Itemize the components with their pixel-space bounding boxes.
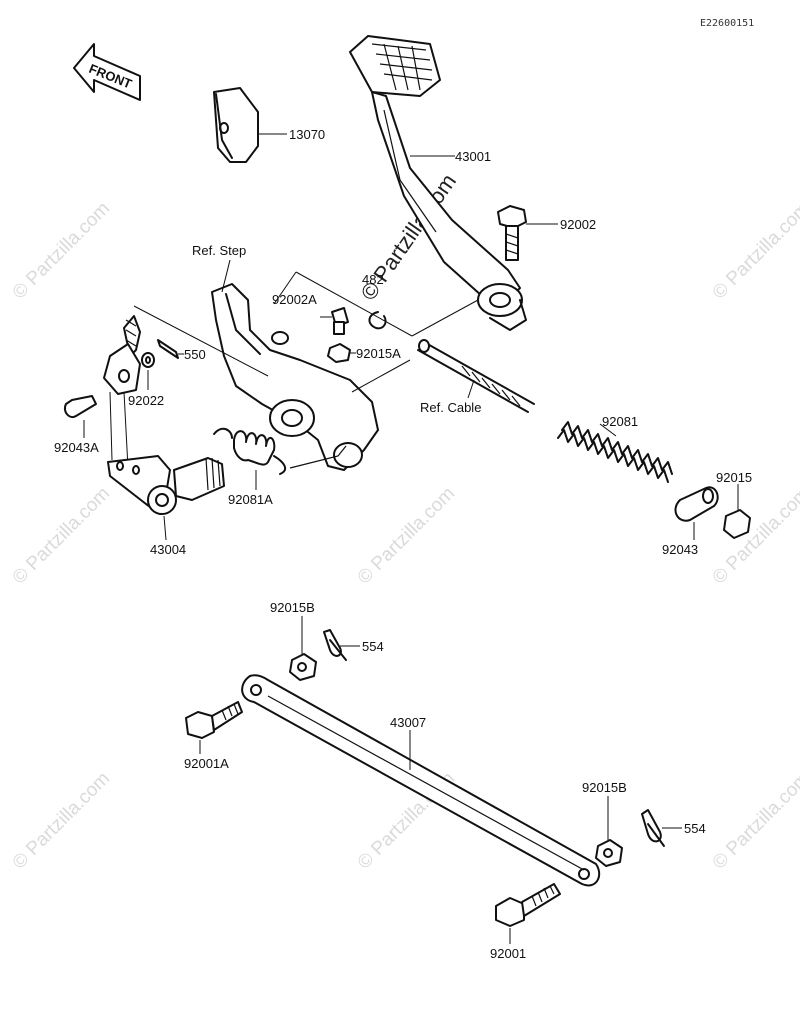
cotter-pin-554-bottom [641,809,682,847]
label-92043A: 92043A [54,440,99,455]
watermark-8: © Partzilla.com [709,768,800,873]
label-92022: 92022 [128,393,164,408]
label-92001: 92001 [490,946,526,961]
watermark-6: © Partzilla.com [9,768,114,873]
bolt-92002A [320,307,349,335]
label-92043: 92043 [662,542,698,557]
cotter-pin-554-top [323,629,360,661]
label-ref-cable: Ref. Cable [420,400,481,415]
label-92015A: 92015A [356,346,401,361]
label-43001: 43001 [455,149,491,164]
label-92015B-bottom: 92015B [582,780,627,795]
label-43007: 43007 [390,715,426,730]
label-550: 550 [184,347,206,362]
label-482: 482 [362,272,384,287]
label-ref-step: Ref. Step [192,243,246,258]
label-554-bottom: 554 [684,821,706,836]
brake-rod [417,339,535,413]
watermark-1: © Partzilla.com [9,198,114,303]
rod-43007 [241,674,601,887]
label-92015: 92015 [716,470,752,485]
label-43004: 43004 [150,542,186,557]
clevis-leaders [109,391,129,469]
diagram-code: E22600151 [700,18,754,29]
watermark-4: © Partzilla.com [354,483,459,588]
nut-92015B-bottom [595,796,623,867]
label-92001A: 92001A [184,756,229,771]
label-13070: 13070 [289,127,325,142]
watermark-2: © Partzilla.com [709,198,800,303]
watermark-5: © Partzilla.com [709,483,800,588]
spring-92081 [557,421,673,483]
bolt-92002 [497,205,558,261]
nut-92015A [327,343,356,363]
label-554-top: 554 [362,639,384,654]
spring-92081A [213,427,347,490]
clevis [103,315,141,395]
front-arrow-icon: FRONT [73,43,141,101]
watermark-3: © Partzilla.com [9,483,114,588]
ref-step-bracket [211,259,379,471]
bracket-13070 [213,87,287,163]
label-92002A: 92002A [272,292,317,307]
washer-92022 [141,352,155,390]
brake-pedal-43001 [349,35,527,331]
cotter-pin-550 [157,339,184,359]
label-92081A: 92081A [228,492,273,507]
bolt-92001A [185,701,243,754]
pin-92043A [64,395,97,438]
pin-92043 [674,486,719,540]
nut-92015B-top [289,616,317,681]
reference-lines [133,271,479,393]
nut-92015 [723,484,751,539]
bolt-92001 [495,883,561,944]
label-92015B-top: 92015B [270,600,315,615]
label-92081: 92081 [602,414,638,429]
label-92002: 92002 [560,217,596,232]
shaft-43004 [107,455,225,541]
